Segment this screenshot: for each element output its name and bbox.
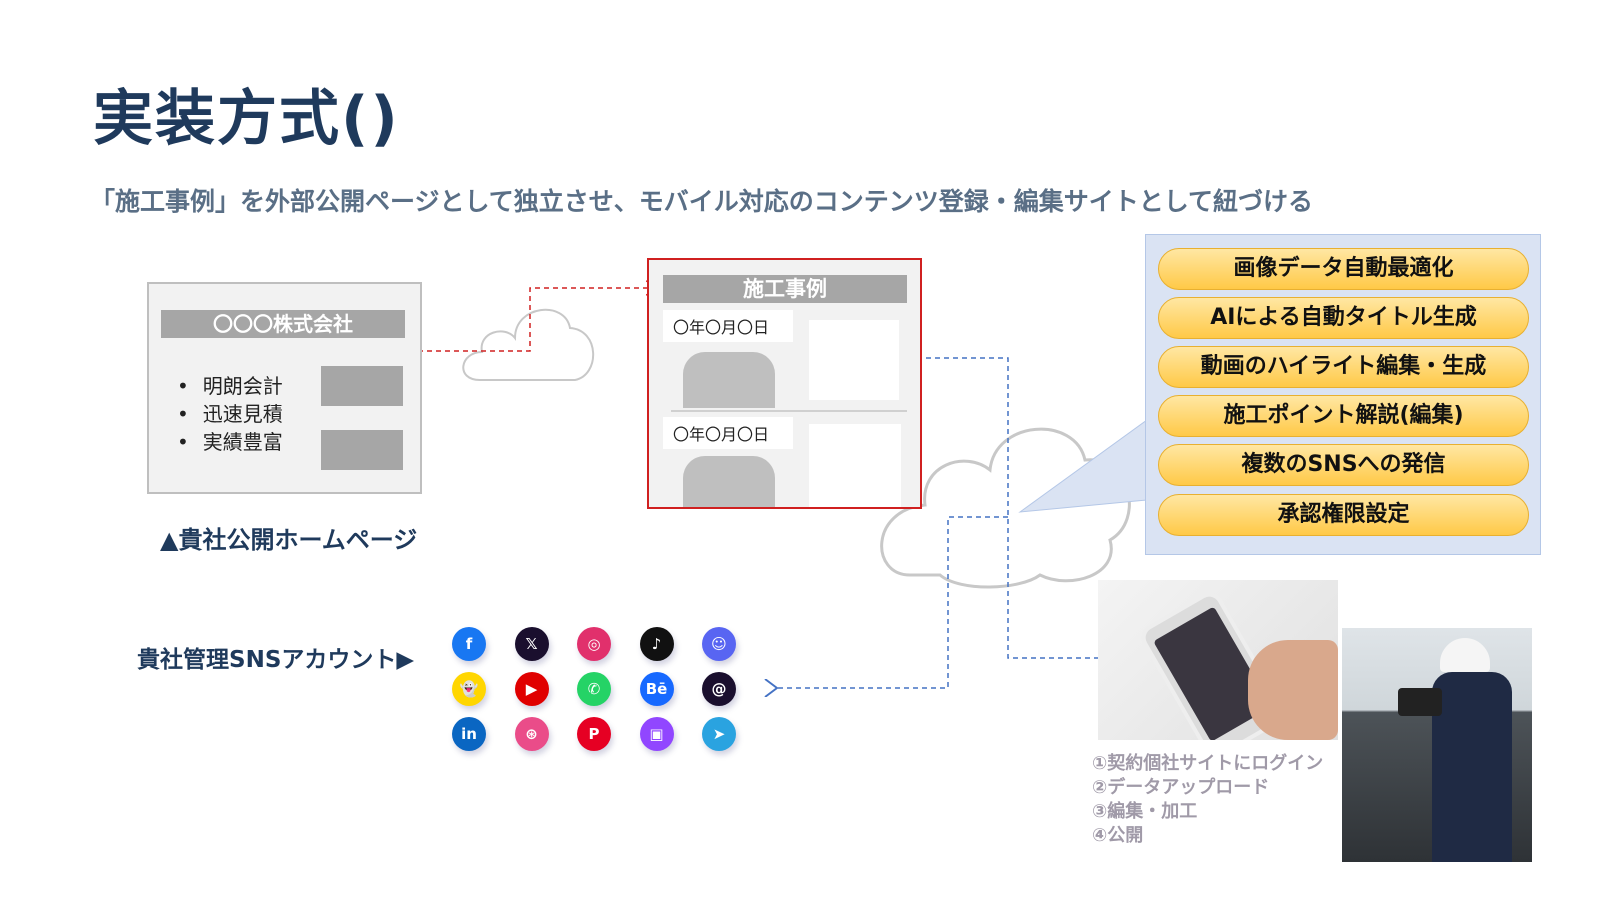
x-icon[interactable]: 𝕏 [514,627,549,661]
worker-photo [1342,628,1532,862]
pinterest-icon[interactable]: P [577,717,611,751]
feature-item: 動画のハイライト編集・生成 [1158,346,1529,388]
discord-icon[interactable]: ☺ [702,627,736,661]
homepage-mockup: 〇〇〇株式会社 明朗会計 迅速見積 実績豊富 [147,282,422,494]
threads-icon[interactable]: @ [702,672,736,706]
behance-icon[interactable]: Bē [639,672,674,706]
feature-panel: 画像データ自動最適化 AIによる自動タイトル生成 動画のハイライト編集・生成 施… [1145,234,1541,555]
linkedin-icon[interactable]: in [452,717,486,751]
bullet-item: 明朗会計 [177,372,283,400]
image-placeholder [321,430,403,470]
feature-item: 承認権限設定 [1158,494,1529,536]
smartphone-photo [1098,580,1338,740]
step-item: ④公開 [1092,825,1144,846]
feature-item: 施工ポイント解説(編集) [1158,395,1529,437]
whatsapp-icon[interactable]: ✆ [577,672,611,706]
image-placeholder [809,320,899,400]
dribbble-icon[interactable]: ⊛ [514,717,549,751]
page-subtitle: 「施工事例」を外部公開ページとして独立させ、モバイル対応のコンテンツ登録・編集サ… [90,187,1314,216]
step-item: ②データアップロード [1092,777,1270,798]
step-item: ③編集・加工 [1092,801,1198,822]
company-name-header: 〇〇〇株式会社 [161,310,405,338]
date-label: 〇年〇月〇日 [663,417,793,449]
homepage-caption: ▲貴社公開ホームページ [160,526,418,554]
feature-item: 画像データ自動最適化 [1158,248,1529,290]
bullet-item: 実績豊富 [177,428,283,456]
twitch-icon[interactable]: ▣ [639,717,674,751]
large-cloud-icon [880,427,1131,589]
homepage-bullets: 明朗会計 迅速見積 実績豊富 [177,372,283,456]
page-title: 実装方式() [93,84,400,154]
feature-item: 複数のSNSへの発信 [1158,444,1529,486]
snapchat-icon[interactable]: 👻 [452,672,486,706]
telegram-icon[interactable]: ➤ [702,717,736,751]
bullet-item: 迅速見積 [177,400,283,428]
instagram-icon[interactable]: ◎ [577,627,611,661]
image-placeholder [683,456,775,507]
case-study-page-mockup: 施工事例 〇年〇月〇日 〇年〇月〇日 [647,258,922,509]
feature-item: AIによる自動タイトル生成 [1158,297,1529,339]
sns-label: 貴社管理SNSアカウント▶ [137,647,415,673]
small-cloud-icon [462,308,595,381]
image-placeholder [321,366,403,406]
case-study-header: 施工事例 [663,275,907,303]
tiktok-icon[interactable]: ♪ [639,627,674,661]
image-placeholder [809,424,901,507]
image-placeholder [683,352,775,408]
steps-list: ①契約個社サイトにログイン ②データアップロード ③編集・加工 ④公開 [1092,752,1323,848]
divider [671,410,907,412]
facebook-icon[interactable]: f [452,627,486,661]
date-label: 〇年〇月〇日 [663,310,793,342]
youtube-icon[interactable]: ▶ [514,672,549,706]
step-item: ①契約個社サイトにログイン [1092,753,1324,774]
